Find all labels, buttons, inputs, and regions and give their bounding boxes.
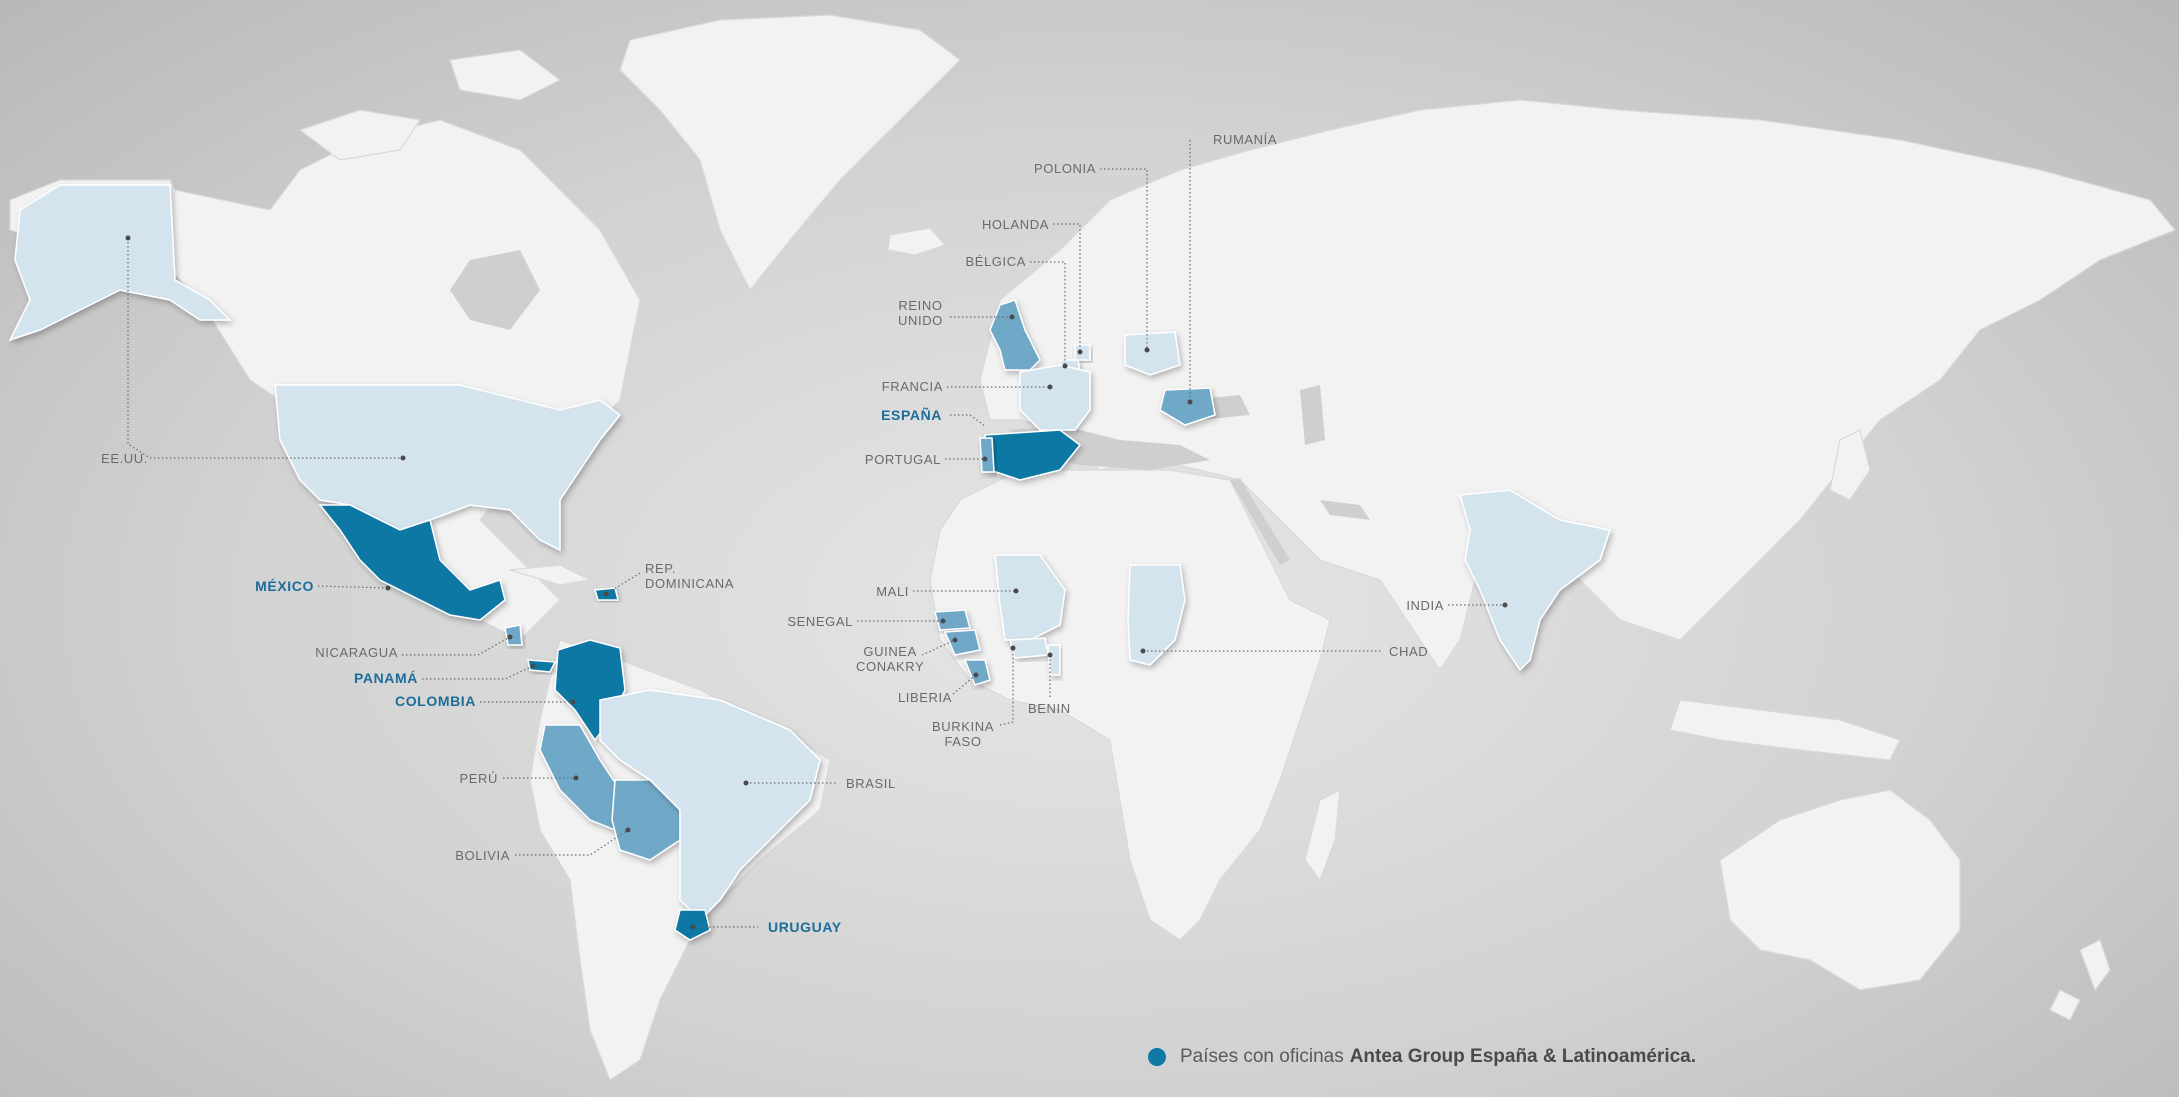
label-portugal: PORTUGAL [864,452,941,467]
leader-lines [125,140,1508,930]
country-polonia [1124,331,1181,376]
label-chad: CHAD [1389,644,1429,659]
red-sea [1230,478,1290,565]
landmass-madagascar [1304,788,1341,882]
persian-gulf [1320,500,1370,520]
label-mexico: MÉXICO [255,578,314,594]
highlighted-countries [8,184,1611,941]
country-eeuu [274,384,622,552]
country-rumania [1159,387,1216,426]
country-burkina-faso [1009,637,1049,659]
label-rep-dominicana: REP. DOMINICANA [645,561,735,591]
landmass-greenland [619,14,961,292]
country-guinea-conakry [943,629,981,656]
country-benin [1047,644,1061,676]
label-panama: PANAMÁ [353,670,418,686]
label-mali: MALI [876,584,909,599]
legend-bold-text: Antea Group España & Latinoamérica. [1349,1046,1697,1067]
country-nicaragua [504,624,523,646]
landmass-indonesia [1669,699,1901,761]
label-holanda: HOLANDA [981,217,1049,232]
country-chad [1127,564,1186,666]
label-reino-unido: REINO UNIDO [898,298,943,328]
label-benin: BENIN [1028,701,1071,716]
label-francia: FRANCIA [881,379,943,394]
legend-text: Países con oficinas [1180,1046,1344,1067]
label-peru: PERÚ [459,771,498,786]
label-polonia: POLONIA [1034,161,1096,176]
country-brasil [599,689,821,922]
landmass-iceland [887,227,947,256]
landmass-arctic-islands [298,109,422,161]
label-espana: ESPAÑA [881,407,942,423]
label-india: INDIA [1406,598,1444,613]
label-colombia: COLOMBIA [394,693,476,709]
label-brasil: BRASIL [846,776,896,791]
country-mexico [318,504,506,621]
label-senegal: SENEGAL [787,614,853,629]
label-belgica: BÉLGICA [965,254,1026,269]
label-bolivia: BOLIVIA [455,848,510,863]
label-uruguay: URUGUAY [768,919,842,935]
label-burkina-faso: BURKINA FASO [932,719,994,749]
country-mali [994,554,1066,641]
hudson-bay [450,250,540,330]
label-liberia: LIBERIA [897,690,952,705]
country-holanda [1074,344,1091,361]
caspian-sea [1300,385,1325,445]
country-senegal [934,609,971,631]
landmass-new-zealand-south [2049,989,2081,1021]
country-india [1459,489,1611,672]
country-panama [527,659,557,673]
country-liberia [963,659,991,686]
label-guinea-conakry: GUINEA CONAKRY [856,644,925,674]
country-eeuu-alaska [8,184,232,342]
legend-swatch [1148,1048,1166,1066]
landmass-australia [1719,789,1961,991]
landmass-japan [1829,429,1871,501]
label-eeuu: EE.UU. [101,451,148,466]
label-rumania: RUMANÍA [1213,132,1278,147]
country-portugal [979,437,995,473]
legend: Países con oficinas Antea Group España &… [1148,1046,1696,1068]
landmass-new-zealand [2079,939,2111,992]
landmass-cuba [509,564,592,586]
country-francia [1019,364,1091,431]
landmass-arctic-islands-2 [449,49,562,101]
label-nicaragua: NICARAGUA [315,645,398,660]
